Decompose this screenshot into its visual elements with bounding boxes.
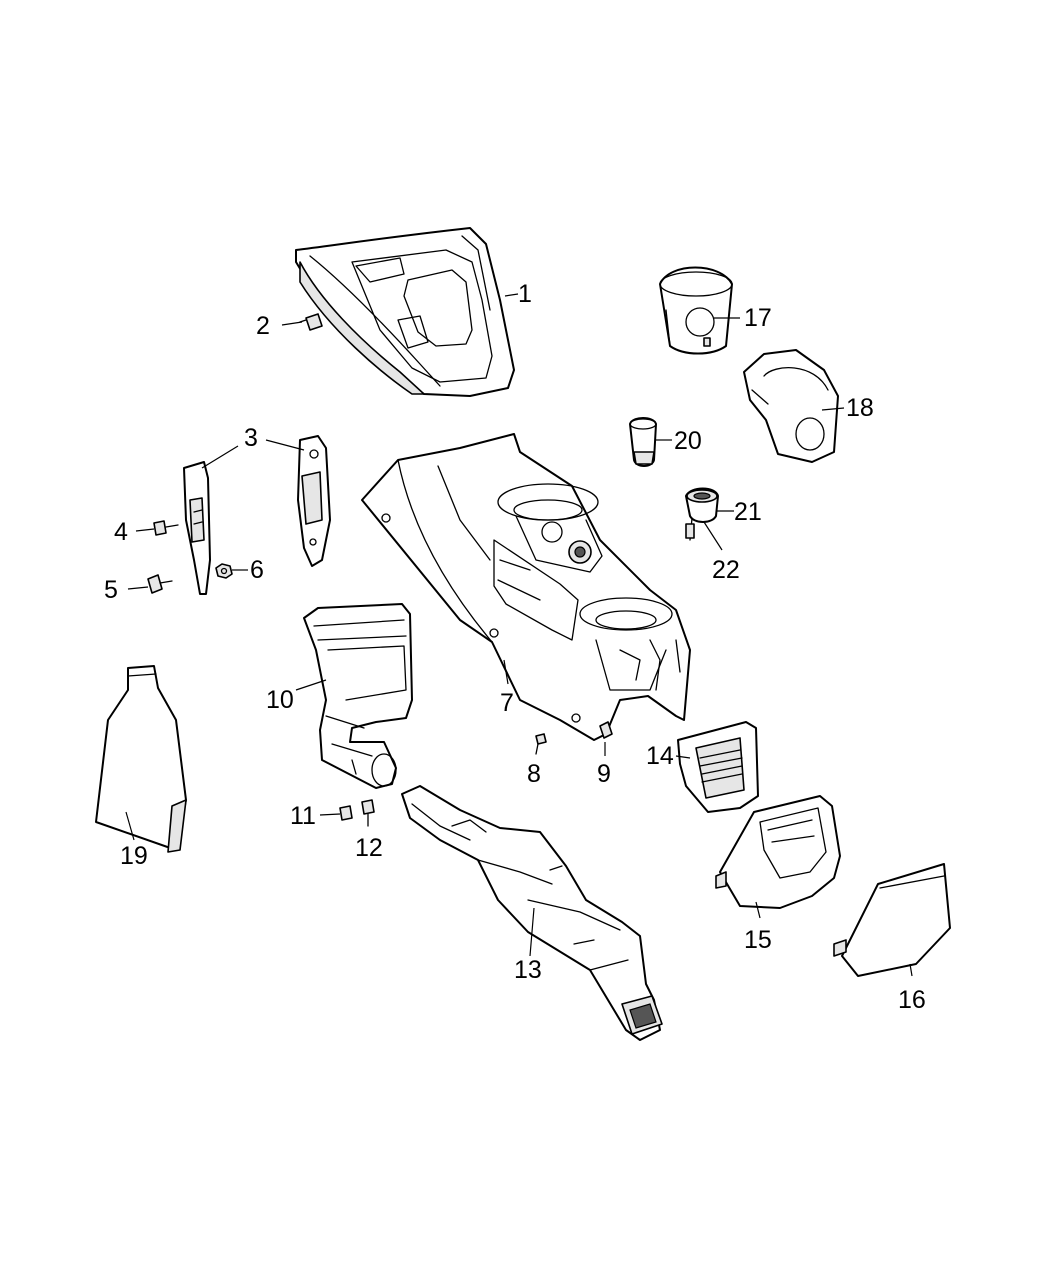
callout-9: 9 [597, 760, 611, 788]
part-22-harness [685, 517, 695, 541]
callout-19: 19 [120, 842, 148, 870]
leader-line-11 [319, 813, 341, 816]
leader-line-13 [529, 907, 535, 957]
leader-line-3b [265, 439, 305, 451]
callout-20: 20 [674, 427, 702, 455]
part-9-clip [599, 721, 613, 739]
part-21-socket [685, 487, 719, 523]
part-16-side-trim [833, 863, 951, 977]
part-3-bracket-right [297, 435, 331, 567]
leader-line-22 [703, 521, 723, 551]
part-12-clip [361, 799, 375, 827]
callout-7: 7 [500, 689, 514, 717]
callout-17: 17 [744, 304, 772, 332]
part-2-clip [299, 313, 323, 331]
callout-1: 1 [518, 280, 532, 308]
part-5-bolt [147, 574, 173, 594]
leader-line-1 [504, 293, 519, 297]
part-6-nut [215, 563, 233, 579]
part-13-floor-duct [401, 785, 663, 1041]
callout-16: 16 [898, 986, 926, 1014]
part-20-power-outlet [629, 417, 657, 467]
callout-8: 8 [527, 760, 541, 788]
part-4-screw [153, 520, 179, 536]
callout-3: 3 [244, 424, 258, 452]
callout-13: 13 [514, 956, 542, 984]
callout-6: 6 [250, 556, 264, 584]
leader-line-7 [503, 659, 509, 685]
callout-12: 12 [355, 834, 383, 862]
part-7-console-base [361, 433, 691, 741]
callout-21: 21 [734, 498, 762, 526]
part-1-shifter-bezel [295, 227, 515, 397]
part-3-bracket-left [183, 461, 211, 595]
leader-line-3a [201, 445, 239, 469]
callout-22: 22 [712, 556, 740, 584]
part-11-screw [339, 805, 353, 821]
callout-10: 10 [266, 686, 294, 714]
callout-11: 11 [290, 802, 316, 830]
leader-line-16 [909, 963, 913, 977]
part-19-shift-boot [95, 665, 187, 853]
part-17-cup-holder [659, 266, 733, 355]
part-15-front-trim [715, 795, 841, 909]
callout-2: 2 [256, 312, 270, 340]
part-8-screw [535, 733, 547, 755]
callout-5: 5 [104, 576, 118, 604]
part-10-rear-duct [303, 603, 413, 789]
leader-line-2 [281, 321, 303, 326]
leader-line-19 [125, 811, 135, 841]
part-14-air-vent [677, 721, 759, 813]
leader-line-10 [295, 679, 327, 691]
leader-line-14 [675, 755, 691, 759]
leader-line-4 [135, 528, 155, 532]
leader-line-5 [127, 586, 149, 590]
callout-4: 4 [114, 518, 128, 546]
part-18-cup-holder-housing [743, 349, 839, 463]
leader-line-15 [755, 901, 761, 919]
callout-18: 18 [846, 394, 874, 422]
leader-line-18 [821, 407, 845, 411]
callout-15: 15 [744, 926, 772, 954]
callout-14: 14 [646, 742, 674, 770]
